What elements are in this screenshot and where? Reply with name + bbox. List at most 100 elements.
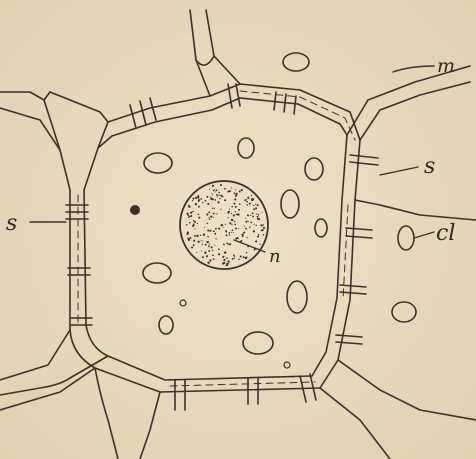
nucleus-stipple-dot — [208, 241, 210, 243]
nucleus-stipple-dot — [226, 263, 227, 264]
nucleus-stipple-dot — [211, 246, 213, 248]
nucleus-stipple-dot — [212, 185, 214, 187]
nucleus-stipple-dot — [227, 191, 229, 193]
nucleus-stipple-dot — [226, 243, 228, 245]
nucleus-stipple-dot — [189, 237, 191, 239]
nucleus-stipple-dot — [187, 238, 189, 240]
nucleus-stipple-dot — [231, 219, 233, 221]
nucleus-stipple-dot — [188, 205, 189, 206]
nucleus-stipple-dot — [238, 259, 239, 260]
nucleus-stipple-dot — [197, 223, 198, 224]
nucleus-stipple-dot — [242, 236, 244, 238]
nucleus-stipple-dot — [189, 222, 191, 224]
nucleus-stipple-dot — [210, 198, 212, 200]
label-s-right: s — [424, 154, 435, 179]
nucleus-stipple-dot — [257, 204, 259, 206]
nucleus-stipple-dot — [245, 221, 247, 223]
nucleus-stipple-dot — [253, 205, 254, 206]
nucleus-stipple-dot — [194, 235, 196, 237]
label-cl: cl — [436, 221, 455, 246]
nucleus-stipple-dot — [212, 208, 213, 209]
nucleus-stipple-dot — [193, 223, 195, 225]
nucleus-stipple-dot — [224, 199, 226, 201]
nucleus-stipple-dot — [252, 212, 254, 214]
nucleus-stipple-dot — [238, 228, 239, 229]
nucleus-stipple-dot — [251, 195, 252, 196]
nucleus-stipple-dot — [234, 224, 236, 226]
nucleus-stipple-dot — [232, 229, 234, 231]
nucleus-stipple-dot — [240, 240, 242, 242]
nucleus-stipple-dot — [241, 189, 243, 191]
nucleus-stipple-dot — [246, 237, 247, 238]
nucleus-stipple-dot — [200, 198, 202, 200]
nucleus-stipple-dot — [216, 189, 218, 191]
nucleus-stipple-dot — [218, 248, 220, 250]
nucleus-stipple-dot — [209, 230, 211, 232]
nucleus-stipple-dot — [233, 232, 234, 233]
nucleus-stipple-dot — [245, 228, 247, 230]
label-s-left: s — [6, 211, 17, 236]
nucleus-stipple-dot — [219, 198, 220, 199]
nucleus-stipple-dot — [259, 244, 260, 245]
nucleus-stipple-dot — [246, 199, 247, 200]
nucleus-stipple-dot — [208, 217, 209, 218]
nucleus-stipple-dot — [216, 213, 217, 214]
nucleus-stipple-dot — [256, 213, 257, 214]
nucleus-stipple-dot — [214, 213, 215, 214]
nucleus-stipple-dot — [233, 255, 235, 257]
nucleus-stipple-dot — [205, 244, 207, 246]
nucleus-stipple-dot — [194, 221, 196, 223]
nucleus-stipple-dot — [186, 233, 188, 235]
nucleus-stipple-dot — [223, 259, 225, 261]
nucleus-stipple-dot — [231, 232, 232, 233]
nucleus-stipple-dot — [224, 188, 226, 190]
nucleus-stipple-dot — [222, 262, 224, 264]
nucleus-stipple-dot — [193, 240, 195, 242]
nucleus-stipple-dot — [186, 224, 188, 226]
nucleus-stipple-dot — [233, 215, 234, 216]
nucleus-stipple-dot — [241, 234, 243, 236]
nucleus-stipple-dot — [193, 244, 195, 246]
nucleus-stipple-dot — [220, 195, 222, 197]
nucleus-stipple-dot — [205, 200, 207, 202]
nucleus-stipple-dot — [218, 194, 219, 195]
nucleus-stipple-dot — [216, 194, 218, 196]
nucleus-stipple-dot — [222, 256, 224, 258]
nucleus-stipple-dot — [249, 203, 251, 205]
nucleus-stipple-dot — [262, 229, 264, 231]
nucleus-stipple-dot — [190, 215, 192, 217]
nucleus-stipple-dot — [226, 257, 228, 259]
nucleus-stipple-dot — [206, 255, 208, 257]
nucleus-stipple-dot — [244, 199, 246, 201]
nucleus-stipple-dot — [200, 235, 201, 236]
nucleus-stipple-dot — [246, 201, 248, 203]
nucleus-stipple-dot — [192, 211, 193, 212]
nucleus-stipple-dot — [223, 243, 225, 245]
nucleus-stipple-dot — [208, 211, 210, 213]
nucleus-stipple-dot — [235, 189, 236, 190]
nucleus-stipple-dot — [201, 240, 202, 241]
nucleus-stipple-dot — [218, 228, 220, 230]
nucleus-stipple-dot — [237, 213, 239, 215]
nucleus-stipple-dot — [212, 254, 214, 256]
nucleus-stipple-dot — [215, 238, 216, 239]
nucleus-stipple-dot — [214, 191, 215, 192]
nucleus-stipple-dot — [263, 224, 264, 225]
nucleus-stipple-dot — [237, 237, 239, 239]
nucleus-stipple-dot — [226, 234, 228, 236]
nucleus-stipple-dot — [198, 197, 199, 198]
nucleus-stipple-dot — [233, 203, 235, 205]
nucleus-stipple-dot — [248, 197, 249, 198]
nucleus-stipple-dot — [212, 250, 213, 251]
nucleus-stipple-dot — [192, 200, 193, 201]
nucleus-stipple-dot — [227, 217, 228, 218]
nucleus-stipple-dot — [196, 252, 197, 253]
nucleus-stipple-dot — [195, 197, 197, 199]
nucleus-stipple-dot — [192, 225, 194, 227]
nucleus-stipple-dot — [209, 243, 210, 244]
nucleus-stipple-dot — [202, 240, 203, 241]
nucleus-stipple-dot — [218, 192, 220, 194]
nucleus-stipple-dot — [198, 195, 199, 196]
nucleus-stipple-dot — [255, 204, 256, 205]
